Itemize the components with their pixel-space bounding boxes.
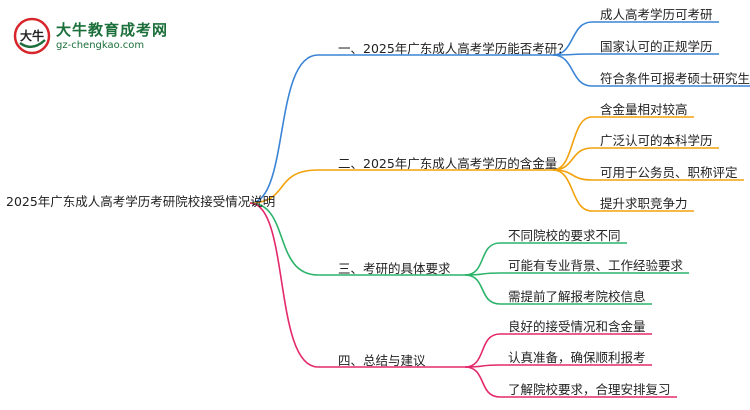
leaf-label: 不同院校的要求不同 [508, 228, 621, 243]
root-topic: 2025年广东成人高考学历考研院校接受情况说明 [6, 194, 276, 209]
logo-name: 大牛教育成考网 [56, 21, 169, 39]
root-connector [249, 54, 319, 204]
branch-label: 四、总结与建议 [338, 353, 426, 368]
leaf-connector [552, 54, 593, 87]
leaf-connector [464, 242, 501, 276]
leaf-connector [552, 116, 593, 171]
leaf-label: 含金量相对较高 [600, 102, 688, 117]
leaf-label: 认真准备，确保顺利报考 [508, 350, 646, 365]
site-logo: 大牛 大牛教育成考网 gz-chengkao.com [12, 16, 202, 56]
branch-label: 三、考研的具体要求 [338, 261, 451, 276]
leaf-label: 了解院校要求，合理安排复习 [508, 382, 671, 397]
leaf-connector [464, 333, 501, 368]
logo-mark-text: 大牛 [20, 28, 44, 43]
leaf-connector [552, 169, 593, 212]
branch-label: 一、2025年广东成人高考学历能否考研？ [338, 41, 570, 56]
leaf-label: 成人高考学历可考研 [600, 7, 713, 22]
leaf-label: 良好的接受情况和含金量 [508, 319, 646, 334]
leaf-label: 可用于公务员、职称评定 [600, 165, 738, 180]
leaf-label: 国家认可的正规学历 [600, 39, 713, 54]
logo-mark-icon: 大牛 [13, 17, 51, 55]
logo-url: gz-chengkao.com [56, 40, 145, 51]
leaf-connector [552, 147, 593, 171]
leaf-label: 广泛认可的本科学历 [600, 133, 713, 148]
leaf-label: 可能有专业背景、工作经验要求 [508, 258, 684, 273]
leaf-connector [464, 274, 501, 305]
leaf-connector [464, 366, 501, 398]
leaf-connector [552, 21, 593, 56]
branch-label: 二、2025年广东成人高考学历的含金量 [338, 156, 558, 171]
root-connector [249, 169, 319, 204]
leaf-label: 符合条件可报考硕士研究生 [600, 71, 750, 86]
leaf-label: 提升求职竞争力 [600, 196, 688, 211]
root-connector [249, 202, 319, 276]
leaf-label: 需提前了解报考院校信息 [508, 289, 646, 304]
root-connector [249, 202, 319, 368]
